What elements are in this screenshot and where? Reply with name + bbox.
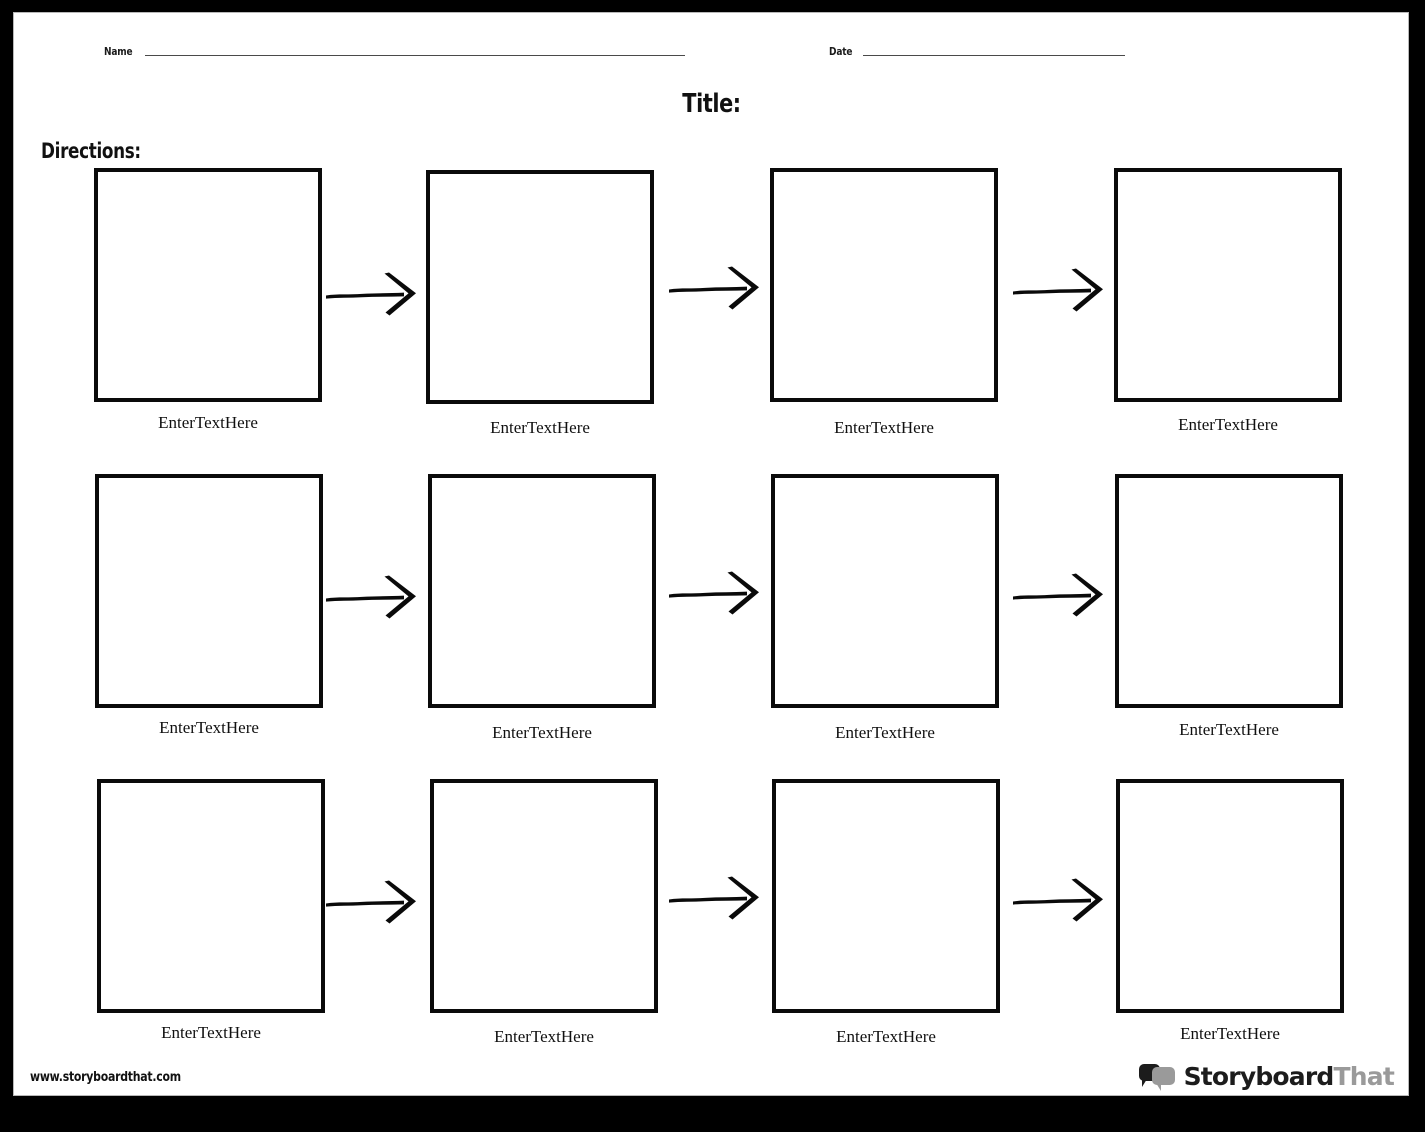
storyboard-cell-caption-r3-c4[interactable]: EnterTextHere (1180, 1024, 1280, 1043)
arrow-connector-r2-2 (667, 564, 767, 620)
storyboardthat-logo: StoryboardThat (1138, 1059, 1395, 1095)
storyboard-cell-box-r2-c2[interactable] (428, 474, 656, 708)
storyboard-cell-box-r3-c3[interactable] (772, 779, 1000, 1013)
storyboard-cell-r1-c1 (94, 168, 322, 402)
storyboard-cell-caption-r1-c1[interactable]: EnterTextHere (158, 413, 258, 432)
storyboard-cell-caption-r1-c3[interactable]: EnterTextHere (834, 418, 934, 437)
storyboard-cell-box-r3-c4[interactable] (1116, 779, 1344, 1013)
storyboard-cell-box-r3-c2[interactable] (430, 779, 658, 1013)
storyboard-cell-caption-r1-c4[interactable]: EnterTextHere (1178, 415, 1278, 434)
storyboard-cell-caption-r3-c2[interactable]: EnterTextHere (494, 1027, 594, 1046)
speech-bubble-front-tail (1155, 1083, 1161, 1091)
storyboard-cell-r2-c2 (428, 474, 656, 708)
directions-heading: Directions: (41, 139, 166, 163)
storyboard-cell-caption-r2-c2[interactable]: EnterTextHere (492, 723, 592, 742)
arrow-connector-r1-2 (667, 259, 767, 315)
speech-bubble-front (1151, 1067, 1175, 1085)
storyboard-cell-caption-r2-c1[interactable]: EnterTextHere (159, 718, 259, 737)
storyboard-cell-caption-r3-c1[interactable]: EnterTextHere (161, 1023, 261, 1042)
storyboard-cell-box-r2-c3[interactable] (771, 474, 999, 708)
arrow-connector-r1-1 (324, 265, 424, 321)
directions-heading-text: Directions: (41, 139, 141, 163)
storyboard-cell-r3-c1 (97, 779, 325, 1013)
storyboard-cell-box-r1-c3[interactable] (770, 168, 998, 402)
arrow-connector-r3-3 (1011, 871, 1111, 927)
arrow-connector-r2-3 (1011, 566, 1111, 622)
name-input-rule[interactable] (144, 55, 685, 56)
storyboard-cell-box-r2-c1[interactable] (95, 474, 323, 708)
brand-name: StoryboardThat (1183, 1062, 1395, 1091)
storyboard-cell-r2-c4 (1115, 474, 1343, 708)
brand-name-secondary: That (1333, 1062, 1395, 1091)
name-field[interactable]: Name (104, 46, 685, 58)
storyboard-cell-caption-r1-c2[interactable]: EnterTextHere (490, 418, 590, 437)
worksheet-page: Name Date Title: Directions: EnterTextHe… (13, 12, 1409, 1096)
storyboard-cell-r1-c3 (770, 168, 998, 402)
storyboard-cell-r2-c1 (95, 474, 323, 708)
date-field[interactable]: Date (829, 45, 1126, 58)
arrow-connector-r1-3 (1011, 261, 1111, 317)
storyboard-cell-caption-r2-c4[interactable]: EnterTextHere (1179, 720, 1279, 739)
date-input-rule[interactable] (863, 55, 1126, 56)
storyboard-cell-caption-r2-c3[interactable]: EnterTextHere (835, 723, 935, 742)
storyboard-cell-r1-c4 (1114, 168, 1342, 402)
footer-website-url: www.storyboardthat.com (30, 1070, 210, 1085)
date-label: Date (829, 45, 853, 58)
speech-bubble-back-tail (1141, 1079, 1147, 1087)
arrow-connector-r3-2 (667, 869, 767, 925)
speech-bubbles-icon (1138, 1063, 1177, 1091)
storyboard-cell-r3-c2 (430, 779, 658, 1013)
storyboard-cell-box-r1-c4[interactable] (1114, 168, 1342, 402)
arrow-connector-r3-1 (324, 873, 424, 929)
storyboard-cell-box-r3-c1[interactable] (97, 779, 325, 1013)
page-title-text: Title: (682, 89, 742, 119)
storyboard-cell-caption-r3-c3[interactable]: EnterTextHere (836, 1027, 936, 1046)
storyboard-cell-r3-c3 (772, 779, 1000, 1013)
storyboard-cell-r1-c2 (426, 170, 654, 404)
brand-name-primary: Storyboard (1183, 1062, 1335, 1091)
name-label: Name (104, 45, 133, 58)
storyboard-cell-r3-c4 (1116, 779, 1344, 1013)
arrow-connector-r2-1 (324, 568, 424, 624)
storyboard-cell-r2-c3 (771, 474, 999, 708)
storyboard-cell-box-r1-c2[interactable] (426, 170, 654, 404)
footer-website-url-text: www.storyboardthat.com (30, 1070, 181, 1085)
page-title: Title: (14, 89, 1410, 119)
storyboard-cell-box-r2-c4[interactable] (1115, 474, 1343, 708)
storyboard-cell-box-r1-c1[interactable] (94, 168, 322, 402)
